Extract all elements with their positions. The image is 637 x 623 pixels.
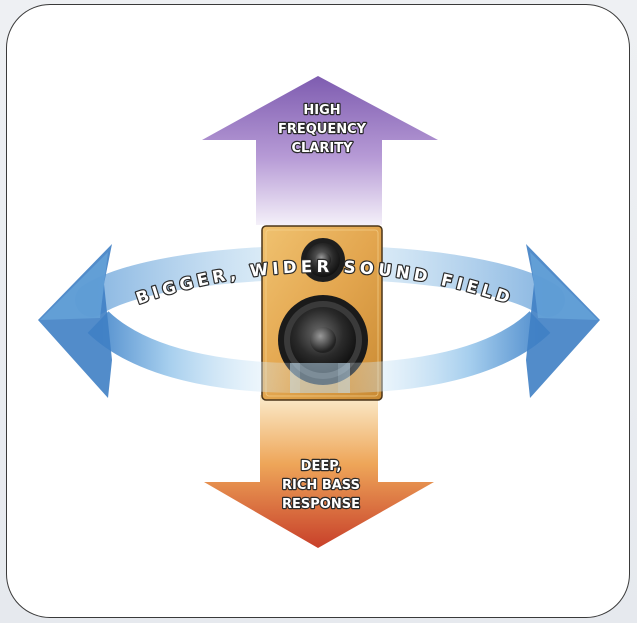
top-label-line-2: FREQUENCY xyxy=(278,122,367,137)
top-arrow xyxy=(202,76,438,225)
bottom-label-line-1: DEEP, xyxy=(301,459,342,474)
top-label-line-3: CLARITY xyxy=(291,141,353,156)
top-label: HIGH FREQUENCY CLARITY xyxy=(277,102,368,157)
bottom-label-line-3: RESPONSE xyxy=(282,497,360,512)
sound-ring-front xyxy=(38,244,600,398)
bottom-label-line-2: RICH BASS xyxy=(282,478,360,493)
top-label-line-1: HIGH xyxy=(303,103,340,118)
bottom-arrow xyxy=(204,395,434,548)
bottom-label: DEEP, RICH BASS RESPONSE xyxy=(281,458,361,513)
speaker-icon xyxy=(261,225,383,401)
